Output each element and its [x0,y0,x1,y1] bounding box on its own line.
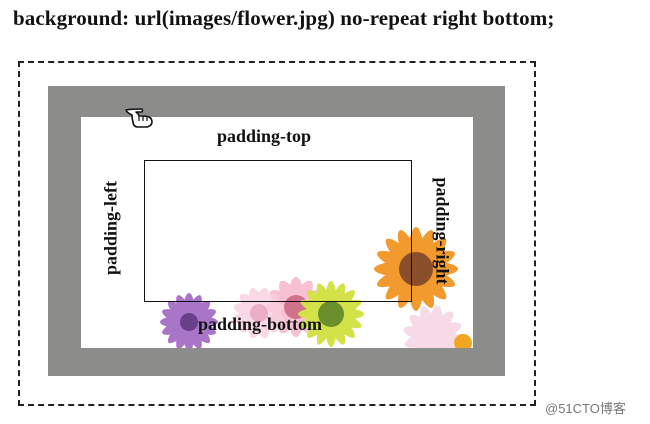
padding-top-label: padding-top [217,126,312,146]
flower-background-image [160,227,472,348]
padding-area [81,117,473,348]
padding-bottom-label: padding-bottom [198,314,323,334]
hand-pointer-icon [125,108,153,128]
padding-left-label: padding-left [100,180,121,276]
content-area [144,160,412,302]
watermark: @51CTO博客 [545,401,626,416]
margin-area-outline [18,61,536,406]
page-title: background: url(images/flower.jpg) no-re… [13,6,555,30]
padding-right-label: padding-right [432,177,453,285]
